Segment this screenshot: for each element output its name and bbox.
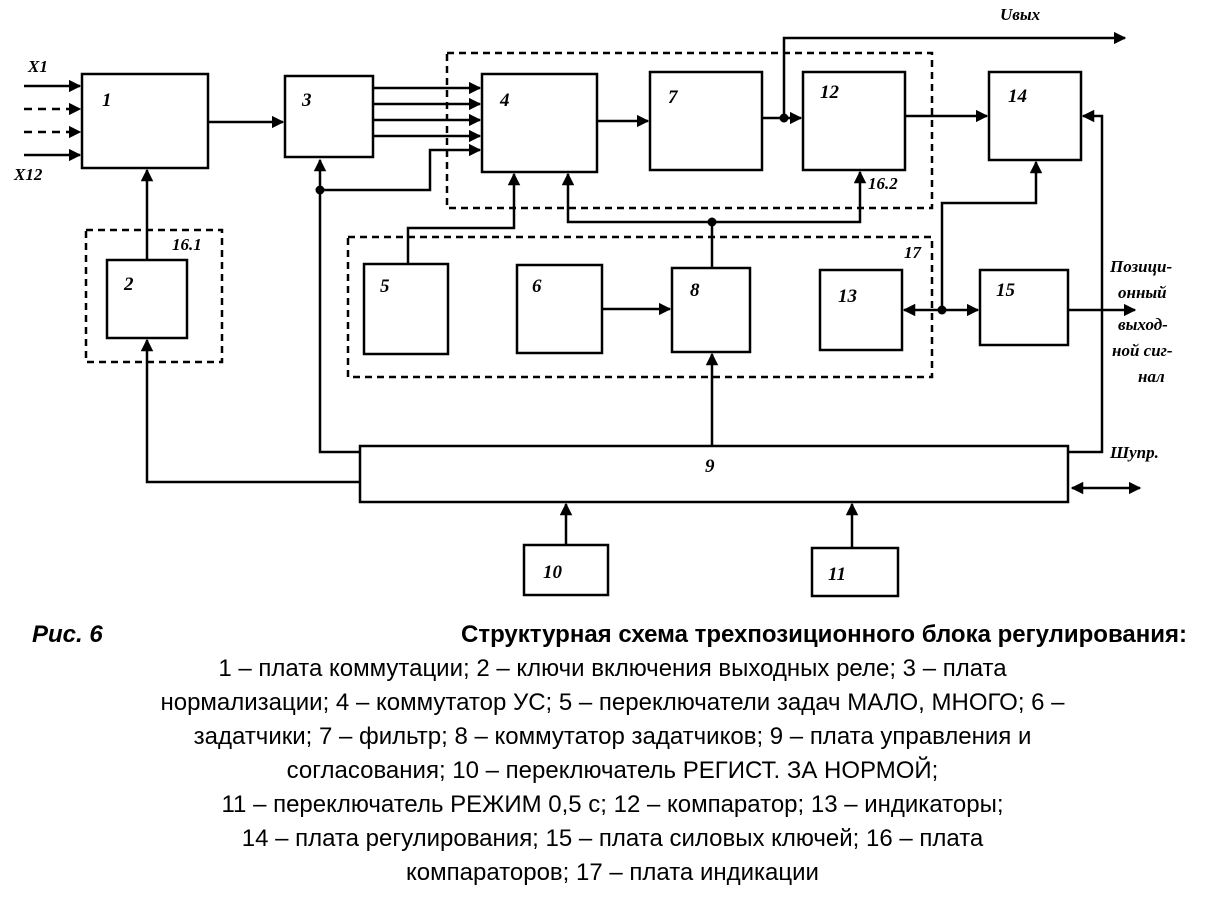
link-junction-to-14 bbox=[940, 160, 1043, 310]
block-7-label: 7 bbox=[668, 87, 679, 108]
caption-line-6: 14 – плата регулирования; 15 – плата сил… bbox=[241, 825, 984, 852]
link-3-junction-to-4 bbox=[320, 143, 482, 192]
block-6-label: 6 bbox=[532, 276, 542, 297]
caption-line-5: 11 – переключатель РЕЖИМ 0,5 с; 12 – ком… bbox=[221, 791, 1004, 818]
pos-line-3: выход- bbox=[1118, 315, 1168, 334]
block-9: 9 bbox=[358, 444, 1070, 504]
block-15-label: 15 bbox=[996, 280, 1016, 301]
block-11-label: 11 bbox=[828, 564, 846, 585]
block-4: 4 bbox=[480, 72, 599, 174]
block-6: 6 bbox=[515, 263, 604, 355]
block-10-label: 10 bbox=[543, 562, 563, 583]
block-12: 12 bbox=[801, 70, 907, 172]
link-9-to-14 bbox=[1068, 109, 1104, 454]
caption-line-1: 1 – плата коммутации; 2 – ключи включени… bbox=[218, 655, 1007, 682]
caption-label: Рис. 6 bbox=[32, 621, 103, 648]
caption-line-7: компараторов; 17 – плата индикации bbox=[406, 859, 819, 886]
block-3: 3 bbox=[283, 74, 375, 159]
block-1: 1 bbox=[80, 72, 210, 170]
block-11: 11 bbox=[810, 546, 900, 598]
block-8-label: 8 bbox=[690, 280, 700, 301]
input-lines bbox=[24, 79, 82, 162]
block-4-label: 4 bbox=[499, 90, 510, 111]
signal-uout-label: Uвых bbox=[1000, 5, 1041, 24]
signal-shupr-label: Шупр. bbox=[1109, 443, 1159, 462]
block-1-label: 1 bbox=[102, 90, 112, 111]
block-15: 15 bbox=[978, 268, 1070, 347]
group-16-1-label: 16.1 bbox=[172, 235, 202, 254]
link-5-to-4 bbox=[406, 172, 521, 264]
link-8-to-4 bbox=[561, 172, 712, 224]
block-5: 5 bbox=[362, 262, 450, 356]
block-10: 10 bbox=[522, 543, 610, 597]
link-3-to-4 bbox=[373, 81, 482, 143]
block-12-label: 12 bbox=[820, 82, 840, 103]
block-14: 14 bbox=[987, 70, 1083, 162]
block-2-label: 2 bbox=[123, 274, 134, 295]
block-3-label: 3 bbox=[301, 90, 312, 111]
caption-line-3: задатчики; 7 – фильтр; 8 – коммутатор за… bbox=[193, 723, 1032, 750]
signal-positional-output-label: Позици- онный выход- ной сиг- нал bbox=[1109, 257, 1173, 386]
caption-line-4: согласования; 10 – переключатель РЕГИСТ.… bbox=[286, 757, 939, 784]
figure-caption: Рис. 6 Структурная схема трехпозиционног… bbox=[20, 618, 1205, 890]
group-16-2-label: 16.2 bbox=[868, 174, 898, 193]
caption-line-2: нормализации; 4 – коммутатор УС; 5 – пер… bbox=[160, 689, 1065, 716]
caption-heading: Рис. 6 Структурная схема трехпозиционног… bbox=[20, 618, 1205, 652]
group-16-2-outline bbox=[445, 51, 934, 210]
pos-line-5: нал bbox=[1138, 367, 1165, 386]
block-8: 8 bbox=[670, 266, 752, 354]
group-16-1-outline bbox=[84, 228, 224, 364]
block-5-label: 5 bbox=[380, 276, 390, 297]
block-14-label: 14 bbox=[1008, 86, 1027, 107]
link-uout bbox=[782, 31, 1127, 118]
block-9-label: 9 bbox=[705, 456, 715, 477]
link-9-to-2 bbox=[140, 338, 360, 484]
block-13: 13 bbox=[818, 268, 904, 352]
signal-x12-label: X12 bbox=[13, 165, 43, 184]
link-8-to-12 bbox=[712, 170, 867, 224]
signal-x1-label: X1 bbox=[27, 57, 48, 76]
pos-line-2: онный bbox=[1118, 283, 1167, 302]
block-13-label: 13 bbox=[838, 286, 857, 307]
pos-line-4: ной сиг- bbox=[1112, 341, 1173, 360]
caption-title: Структурная схема трехпозиционного блока… bbox=[461, 621, 1187, 648]
block-2: 2 bbox=[105, 258, 189, 340]
link-9-to-3 bbox=[313, 158, 360, 454]
pos-line-1: Позици- bbox=[1109, 257, 1172, 276]
block-7: 7 bbox=[648, 70, 764, 172]
group-17-label: 17 bbox=[904, 243, 923, 262]
block-diagram: 1 2 3 4 7 12 14 5 6 8 13 15 9 10 11 16.1… bbox=[13, 5, 1173, 598]
